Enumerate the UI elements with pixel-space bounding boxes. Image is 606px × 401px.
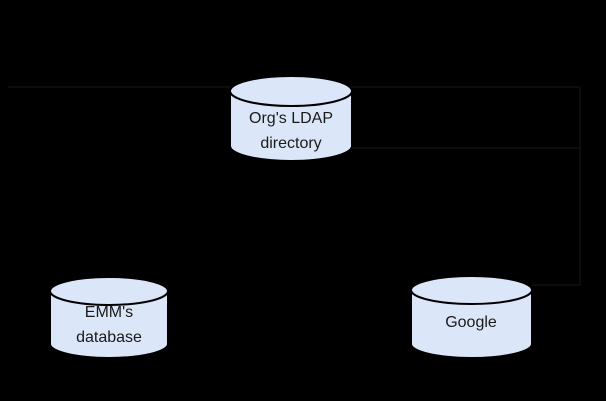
emm-cylinder-shape xyxy=(49,276,169,359)
google-cylinder-body xyxy=(410,290,533,359)
google-cylinder-shape xyxy=(410,275,533,359)
emm-cylinder-body xyxy=(49,291,169,359)
ldap-cylinder-body xyxy=(229,91,353,162)
ldap-cylinder-shape xyxy=(229,75,353,162)
ldap-label-line-2: directory xyxy=(260,135,322,152)
ldap-cylinder-label: Org's LDAP directory xyxy=(249,106,333,156)
google-cylinder-label: Google xyxy=(445,310,497,335)
emm-cylinder-top-ellipse xyxy=(49,276,169,306)
emm-label-line-2: database xyxy=(76,329,142,346)
google-cylinder-top-ellipse xyxy=(410,275,533,305)
emm-cylinder-label: EMM's database xyxy=(76,300,142,350)
ldap-cylinder-top-ellipse xyxy=(229,75,353,107)
ldap-label-line-1: Org's LDAP xyxy=(249,110,333,127)
google-label-line-1: Google xyxy=(445,314,497,331)
connector-down-to-google xyxy=(532,87,581,286)
emm-label-line-1: EMM's xyxy=(84,304,134,321)
